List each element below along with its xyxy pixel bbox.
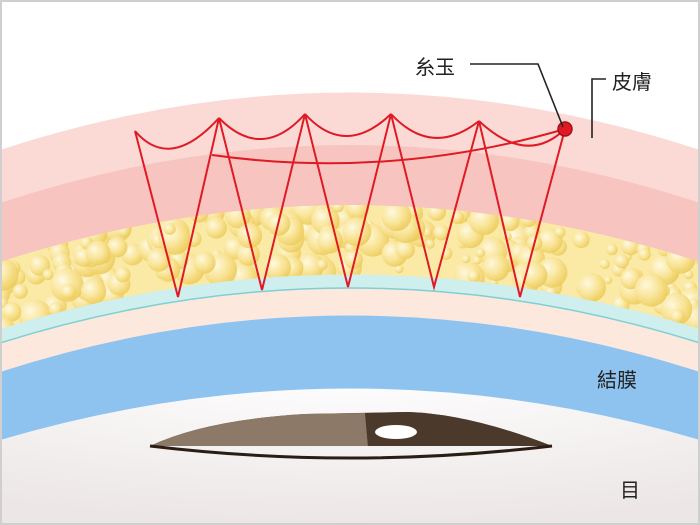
fat-globule xyxy=(316,259,328,271)
fat-globule xyxy=(638,248,651,261)
fat-globule xyxy=(634,273,668,307)
fat-globule xyxy=(205,217,227,239)
suture-knot xyxy=(557,121,573,137)
fat-globule xyxy=(461,254,471,264)
knot-label: 糸玉 xyxy=(415,55,455,79)
iris xyxy=(150,413,368,446)
fat-globule xyxy=(572,231,590,249)
fat-globule xyxy=(264,254,291,281)
fat-globule xyxy=(604,276,613,285)
fat-globule xyxy=(237,223,263,249)
fat-globule xyxy=(395,240,415,260)
fat-globule xyxy=(2,302,22,322)
sclera-region xyxy=(0,368,700,525)
fat-globule xyxy=(297,252,325,280)
eye xyxy=(149,412,553,460)
fat-layer xyxy=(0,202,700,329)
fat-globule xyxy=(342,217,372,247)
fat-globule xyxy=(614,254,629,269)
fat-globule xyxy=(61,283,77,300)
fat-globule xyxy=(106,236,128,258)
skin-inner-layer xyxy=(0,143,700,262)
fat-globule xyxy=(345,202,370,220)
fat-globule xyxy=(467,269,481,283)
fat-globule xyxy=(394,264,404,274)
fat-globule xyxy=(554,226,566,238)
orbital-tissue-layer xyxy=(0,283,700,372)
fat-globule xyxy=(670,309,685,324)
fat-globule xyxy=(344,250,363,269)
fat-globule xyxy=(605,243,618,256)
conjunctiva-label: 結膜 xyxy=(597,368,637,392)
knot-leader-line xyxy=(470,63,564,128)
fat-globule xyxy=(472,256,482,265)
fat-globule xyxy=(433,224,450,241)
fat-globule xyxy=(42,269,54,281)
fat-globule xyxy=(381,202,412,232)
eye-label: 目 xyxy=(620,478,640,502)
fat-globule xyxy=(115,266,131,283)
fat-globule xyxy=(476,248,486,258)
fat-globule xyxy=(0,258,19,291)
fat-globule xyxy=(80,278,107,305)
fat-globule xyxy=(193,251,216,274)
pupil-shade xyxy=(365,412,552,446)
fat-globules xyxy=(0,202,700,329)
lid-margin xyxy=(149,444,553,460)
conjunctiva-layer xyxy=(0,311,700,440)
suture-top-arc xyxy=(211,128,566,165)
fat-globule xyxy=(482,253,510,282)
skin-leader-line xyxy=(591,78,606,138)
fat-globule xyxy=(163,223,176,236)
fat-globule xyxy=(599,258,610,270)
fat-globule xyxy=(317,227,343,254)
fat-globule xyxy=(12,283,28,299)
fat-globule xyxy=(577,273,606,302)
fat-globule xyxy=(85,240,111,266)
skin-label: 皮膚 xyxy=(612,70,652,94)
fat-globule xyxy=(146,247,171,272)
suture-loops xyxy=(134,113,566,150)
eye-highlight xyxy=(375,425,417,439)
skin-outer-layer xyxy=(0,92,700,203)
suture-zigzag xyxy=(134,113,566,298)
fat-globule xyxy=(425,239,435,249)
